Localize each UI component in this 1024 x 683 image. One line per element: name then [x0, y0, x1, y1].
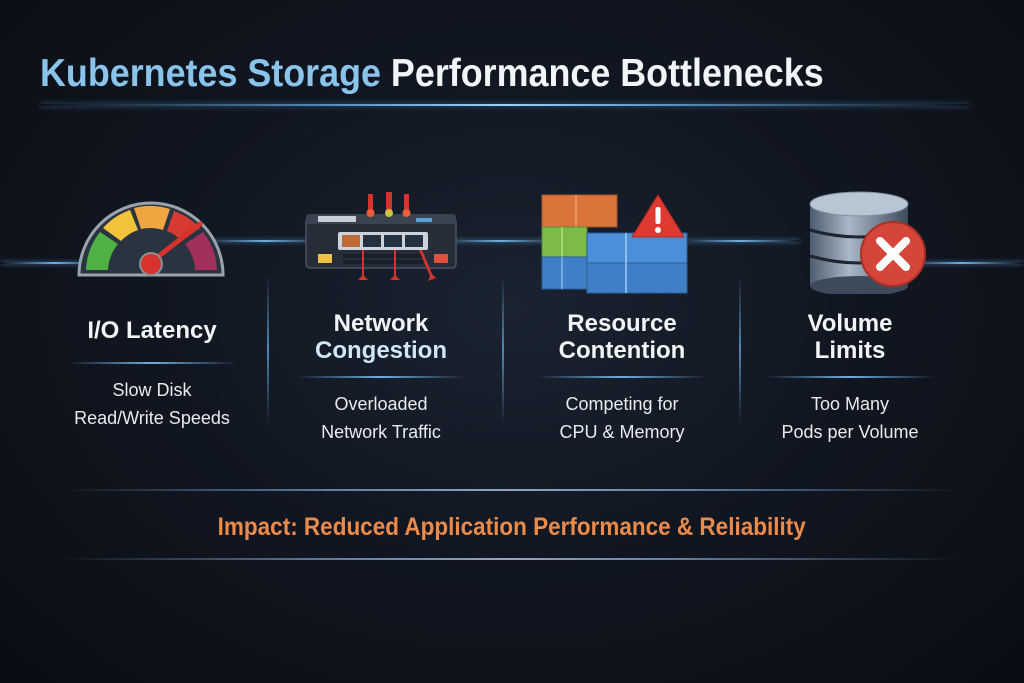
card-description: Competing for CPU & Memory	[507, 390, 737, 446]
divider	[739, 275, 741, 425]
card-separator	[537, 376, 707, 378]
card-separator	[296, 376, 466, 378]
page-title: Kubernetes Storage Performance Bottlenec…	[40, 52, 824, 96]
card-separator	[765, 376, 935, 378]
connector-line	[440, 240, 560, 242]
card-volume-limits: Volume Limits Too Many Pods per Volume	[735, 310, 965, 446]
speedometer-gauge-icon	[77, 201, 225, 277]
card-desc-line: Read/Write Speeds	[74, 408, 230, 428]
card-title: Network Congestion	[266, 310, 496, 364]
connector-line	[200, 240, 330, 242]
divider	[267, 275, 269, 425]
card-io-latency: I/O Latency Slow Disk Read/Write Speeds	[37, 310, 267, 432]
card-desc-line: CPU & Memory	[559, 422, 685, 442]
impact-band-top-line	[60, 489, 960, 491]
divider	[502, 275, 504, 425]
card-title-line: Contention	[558, 337, 686, 364]
title-accent: Kubernetes Storage	[40, 52, 381, 95]
card-resource-contention: Resource Contention Competing for CPU & …	[507, 310, 737, 446]
card-title-line: Volume	[807, 310, 893, 337]
card-description: Overloaded Network Traffic	[266, 390, 496, 446]
card-title: Resource Contention	[507, 310, 737, 364]
card-title-line: Limits	[814, 337, 886, 364]
title-main: Performance Bottlenecks	[390, 52, 824, 95]
connector-line	[0, 262, 110, 264]
card-description: Too Many Pods per Volume	[735, 390, 965, 446]
network-switch-icon	[305, 192, 457, 281]
card-title: I/O Latency	[37, 317, 267, 344]
card-desc-line: Overloaded	[334, 394, 428, 414]
card-network-congestion: Network Congestion Overloaded Network Tr…	[266, 310, 496, 446]
card-title-line: Congestion	[315, 337, 447, 364]
card-desc-line: Slow Disk	[112, 380, 192, 400]
card-desc-line: Too Many	[810, 394, 890, 414]
card-title: Volume Limits	[735, 310, 965, 364]
database-error-icon	[809, 191, 926, 294]
card-desc-line: Network Traffic	[321, 422, 441, 442]
card-desc-line: Pods per Volume	[781, 422, 919, 442]
card-title-line: Network	[333, 310, 429, 337]
impact-statement: Impact: Reduced Application Performance …	[0, 513, 1024, 542]
card-title-line: I/O Latency	[87, 317, 217, 344]
card-desc-line: Competing for	[565, 394, 679, 414]
card-title-line: Resource	[567, 310, 677, 337]
card-description: Slow Disk Read/Write Speeds	[37, 376, 267, 432]
impact-text: Impact: Reduced Application Performance …	[217, 513, 807, 541]
card-separator	[67, 362, 237, 364]
connector-line	[900, 262, 1024, 264]
connector-line	[680, 240, 800, 242]
resource-blocks-warning-icon	[541, 194, 688, 294]
title-underline	[40, 104, 970, 106]
impact-band-bottom-line	[60, 558, 960, 560]
